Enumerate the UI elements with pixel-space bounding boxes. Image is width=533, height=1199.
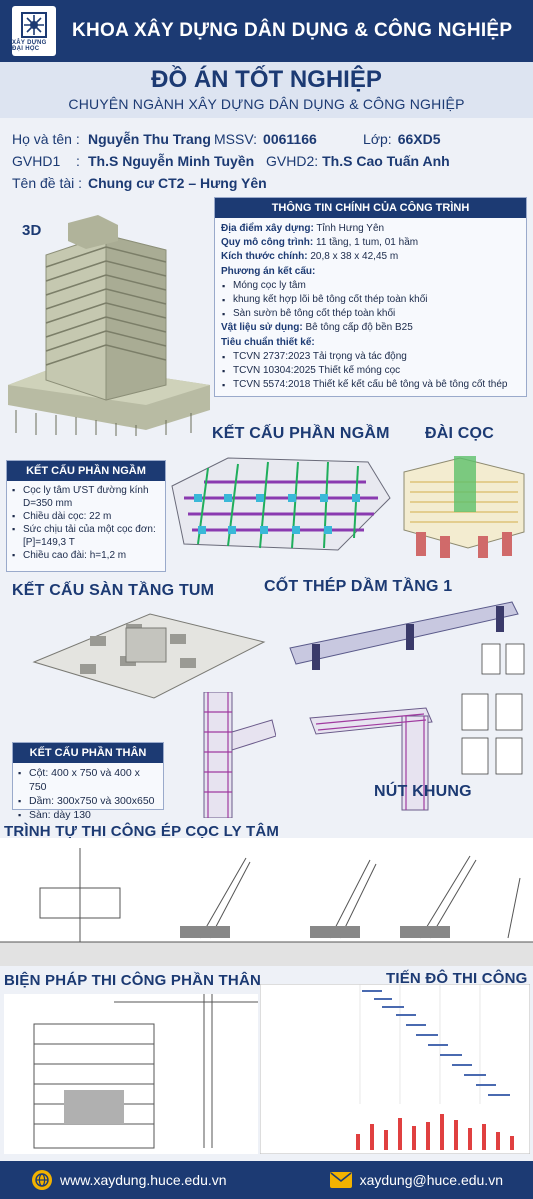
building-3d-figure — [8, 215, 210, 436]
column-joint-figure — [203, 692, 276, 818]
website-text: www.xaydung.huce.edu.vn — [60, 1172, 227, 1188]
email-text: xaydung@huce.edu.vn — [359, 1172, 503, 1188]
logo-text: XÂY DỰNG ĐẠI HỌC — [12, 40, 47, 52]
website-link[interactable]: www.xaydung.huce.edu.vn — [32, 1170, 227, 1190]
list-item: Cột: 400 x 750 và 400 x 750 — [17, 766, 159, 794]
advisor-1: Th.S Nguyễn Minh Tuyền — [88, 153, 255, 169]
label-pile-cap: ĐÀI CỌC — [425, 425, 494, 442]
standard-label: Tiêu chuẩn thiết kế: — [221, 336, 315, 348]
superstructure-body: Cột: 400 x 750 và 400 x 750 Dầm: 300x750… — [13, 763, 163, 825]
structure-list: Móng cọc ly tâm khung kết hợp lõi bê tôn… — [221, 279, 520, 322]
label-substructure: KẾT CẤU PHẦN NGẦM — [212, 425, 390, 442]
substructure-body: Cọc ly tâm ƯST đường kính D=350 mm Chiều… — [7, 481, 165, 565]
info-row-name: Họ và tên : Nguyễn Thu Trang MSSV: 00611… — [12, 128, 527, 150]
pile-sequence-figure — [0, 838, 533, 966]
label-pile-sequence: TRÌNH TỰ THI CÔNG ÉP CỌC LY TÂM — [4, 823, 280, 840]
label-3d: 3D — [22, 222, 42, 239]
list-item: Dầm: 300x750 và 300x650 — [17, 794, 159, 808]
size-value: 20,8 x 38 x 42,45 m — [307, 251, 399, 263]
substructure-plan-figure — [171, 457, 391, 551]
gvhd2-label: GVHD2: — [266, 153, 319, 169]
frame-joint-figure — [309, 707, 433, 811]
main-info-card: THÔNG TIN CHÍNH CỦA CÔNG TRÌNH Địa điểm … — [214, 197, 527, 397]
list-item: Sức chịu tải của một cọc đơn: [P]=149,3 … — [11, 523, 161, 549]
superstructure-card: KẾT CẤU PHẦN THÂN Cột: 400 x 750 và 400 … — [12, 742, 164, 822]
structure-label: Phương án kết cấu: — [221, 265, 316, 277]
label-roof-slab: KẾT CẤU SÀN TẦNG TUM — [12, 582, 215, 599]
size-row: Kích thước chính: 20,8 x 38 x 42,45 m — [221, 250, 520, 264]
pile-cap-figure — [403, 456, 525, 558]
gvhd1-sep: : — [76, 153, 80, 169]
label-frame-joint: NÚT KHUNG — [374, 783, 472, 800]
standard-row: Tiêu chuẩn thiết kế: — [221, 336, 520, 350]
scale-label: Quy mô công trình: — [221, 237, 314, 249]
material-row: Vật liệu sử dụng: Bê tông cấp độ bền B25 — [221, 321, 520, 335]
poster-title: ĐỒ ÁN TỐT NGHIỆP — [151, 66, 382, 93]
student-name: Nguyễn Thu Trang — [88, 131, 211, 147]
student-class: 66XD5 — [397, 131, 441, 147]
list-item: TCVN 10304:2025 Thiết kế móng cọc — [221, 364, 520, 378]
gvhd1-label: GVHD1 — [12, 153, 61, 169]
material-label: Vật liệu sử dụng: — [221, 322, 303, 334]
list-item: Sàn sườn bê tông cốt thép toàn khối — [221, 307, 520, 321]
faculty-title: KHOA XÂY DỰNG DÂN DỤNG & CÔNG NGHIỆP — [72, 20, 513, 41]
schedule-gantt-figure — [260, 984, 530, 1154]
university-logo: XÂY DỰNG ĐẠI HỌC — [12, 6, 56, 56]
scale-value: 11 tầng, 1 tum, 01 hầm — [313, 237, 419, 249]
list-item: Cọc ly tâm ƯST đường kính D=350 mm — [11, 484, 161, 510]
list-item: khung kết hợp lõi bê tông cốt thép toàn … — [221, 293, 520, 307]
header-bar: XÂY DỰNG ĐẠI HỌC KHOA XÂY DỰNG DÂN DỤNG … — [0, 0, 533, 62]
superstructure-title: KẾT CẤU PHẦN THÂN — [13, 743, 163, 763]
structure-row: Phương án kết cấu: — [221, 265, 520, 279]
info-row-advisors: GVHD1 : Th.S Nguyễn Minh Tuyền GVHD2: Th… — [12, 150, 527, 172]
standard-list: TCVN 2737:2023 Tải trọng và tác động TCV… — [221, 350, 520, 393]
label-schedule: TIẾN ĐỘ THI CÔNG — [386, 970, 528, 987]
label-construction-method: BIỆN PHÁP THI CÔNG PHẦN THÂN — [4, 972, 262, 989]
list-item: TCVN 5574:2018 Thiết kế kết cấu bê tông … — [221, 378, 520, 392]
scale-row: Quy mô công trình: 11 tầng, 1 tum, 01 hầ… — [221, 236, 520, 250]
main-info-body: Địa điểm xây dựng: Tỉnh Hưng Yên Quy mô … — [215, 218, 526, 396]
beam-section-details — [461, 693, 523, 775]
list-item: Chiều cao đài: h=1,2 m — [11, 549, 161, 562]
poster-subtitle: CHUYÊN NGÀNH XÂY DỰNG DÂN DỤNG & CÔNG NG… — [68, 96, 465, 112]
student-info: Họ và tên : Nguyễn Thu Trang MSSV: 00611… — [12, 128, 527, 194]
footer-bar: www.xaydung.huce.edu.vn xaydung@huce.edu… — [0, 1161, 533, 1199]
list-item: Móng cọc ly tâm — [221, 279, 520, 293]
logo-icon — [21, 12, 47, 38]
substructure-title: KẾT CẤU PHẦN NGẦM — [7, 461, 165, 481]
main-info-title: THÔNG TIN CHÍNH CỦA CÔNG TRÌNH — [215, 198, 526, 218]
location-value: Tỉnh Hưng Yên — [313, 223, 385, 234]
info-row-topic: Tên đề tài : Chung cư CT2 – Hưng Yên — [12, 172, 527, 194]
topic-label: Tên đề tài : — [12, 175, 83, 191]
name-label: Họ và tên : — [12, 131, 80, 147]
email-link[interactable]: xaydung@huce.edu.vn — [329, 1172, 503, 1188]
substructure-list: Cọc ly tâm ƯST đường kính D=350 mm Chiều… — [11, 484, 161, 562]
material-value: Bê tông cấp độ bền B25 — [302, 322, 413, 334]
advisor-2: Th.S Cao Tuấn Anh — [322, 153, 450, 169]
superstructure-list: Cột: 400 x 750 và 400 x 750 Dầm: 300x750… — [17, 766, 159, 822]
list-item: Chiều dài cọc: 22 m — [11, 510, 161, 523]
size-label: Kích thước chính: — [221, 251, 308, 263]
title-band: ĐỒ ÁN TỐT NGHIỆP CHUYÊN NGÀNH XÂY DỰNG D… — [0, 62, 533, 118]
thesis-topic: Chung cư CT2 – Hưng Yên — [88, 175, 267, 191]
list-item: Sàn: dày 130 — [17, 808, 159, 822]
globe-icon — [32, 1170, 52, 1190]
list-item: TCVN 2737:2023 Tải trọng và tác động — [221, 350, 520, 364]
location-row: Địa điểm xây dựng: Tỉnh Hưng Yên — [221, 222, 520, 236]
label-beam-rebar: CỐT THÉP DẦM TẦNG 1 — [264, 578, 453, 595]
location-label: Địa điểm xây dựng: — [221, 223, 314, 234]
beam-rebar-figure — [289, 601, 525, 675]
substructure-card: KẾT CẤU PHẦN NGẦM Cọc ly tâm ƯST đường k… — [6, 460, 166, 572]
class-label: Lớp: — [363, 131, 392, 147]
student-mssv: 0061166 — [263, 131, 317, 147]
construction-method-figure — [4, 994, 258, 1154]
mail-icon — [329, 1172, 352, 1188]
mssv-label: MSSV: — [214, 131, 258, 147]
roof-slab-figure — [32, 613, 266, 699]
